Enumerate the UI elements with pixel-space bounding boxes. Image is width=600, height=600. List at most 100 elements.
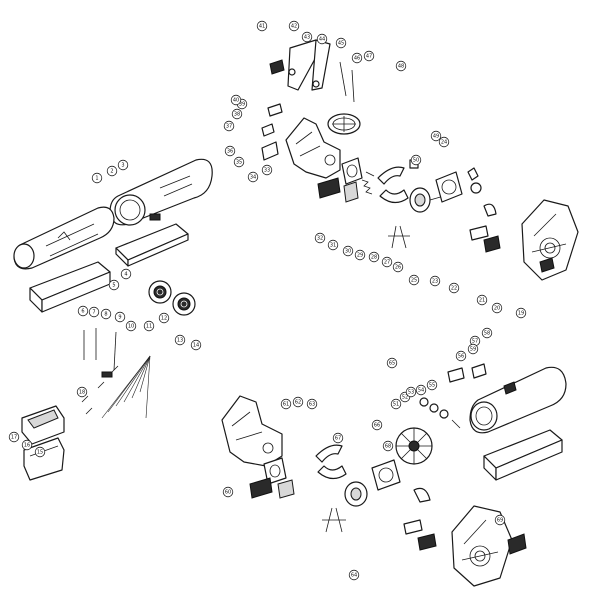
impeller-fan [395,427,433,465]
callout-circle [491,302,503,314]
blade-wires-top [388,225,410,249]
callout-circle [335,37,347,49]
gasket-bottom [263,457,287,485]
callout-8: 8 [100,308,112,320]
callout-circle [224,145,236,157]
callout-29: 29 [354,249,366,261]
callout-number: 44 [319,36,325,42]
callout-number: 55 [429,382,435,388]
callout-circle [120,268,132,280]
callout-24: 24 [438,136,450,148]
callout-number: 69 [497,517,503,523]
callout-circle [114,311,126,323]
callout-number: 58 [484,330,490,336]
callout-15: 15 [34,446,46,458]
callout-circle [8,431,20,443]
callout-number: 65 [389,360,395,366]
callout-number: 63 [309,401,315,407]
motor-shells-top [377,166,409,204]
callout-30: 30 [342,245,354,257]
callout-number: 19 [518,310,524,316]
callout-number: 16 [24,442,30,448]
callout-number: 43 [304,34,310,40]
clip-parts-bottom [403,487,437,551]
callout-45: 45 [335,37,347,49]
callout-1: 1 [91,172,103,184]
housing-half-top [285,117,341,179]
callout-circle [106,165,118,177]
callout-37: 37 [223,120,235,132]
callout-circle [223,120,235,132]
callout-number: 20 [494,305,500,311]
callout-3: 3 [117,159,129,171]
callout-number: 24 [441,139,447,145]
callout-number: 51 [393,401,399,407]
callout-50: 50 [410,154,422,166]
callout-circle [515,307,527,319]
callout-circle [392,261,404,273]
intake-grill [327,113,361,135]
tube-connector-bracket [115,213,189,267]
blade-wires-bottom [322,507,346,533]
callout-circle [143,320,155,332]
callout-49: 49 [430,130,442,142]
callout-13: 13 [174,334,186,346]
callout-circle [292,396,304,408]
callout-33: 33 [261,164,273,176]
callout-48: 48 [395,60,407,72]
callout-number: 15 [37,449,43,455]
callout-circle [348,569,360,581]
callout-circle [34,446,46,458]
callout-number: 21 [479,297,485,303]
callout-circle [410,154,422,166]
motor-top [409,187,445,213]
callout-circle [76,386,88,398]
callout-number: 25 [411,277,417,283]
callout-9: 9 [114,311,126,323]
callout-6: 6 [77,305,89,317]
callout-number: 39 [239,101,245,107]
callout-26: 26 [392,261,404,273]
callout-10: 10 [125,320,137,332]
callout-circle [426,379,438,391]
callout-number: 26 [395,264,401,270]
callout-55: 55 [426,379,438,391]
callout-circle [117,159,129,171]
callout-circle [430,130,442,142]
callout-circle [429,275,441,287]
pins [339,61,355,103]
callout-25: 25 [408,274,420,286]
bottom-right-assembly [221,363,567,587]
callout-number: 14 [193,342,199,348]
top-right-assembly [261,39,579,281]
rectangular-nozzle [29,261,111,313]
callout-27: 27 [381,256,393,268]
callout-circle [327,239,339,251]
fan-housing-square [435,171,463,203]
callout-number: 32 [317,235,323,241]
callout-51: 51 [390,398,402,410]
callout-number: 64 [351,572,357,578]
callout-circle [363,50,375,62]
callout-circle [261,164,273,176]
callout-number: 53 [408,389,414,395]
callout-number: 18 [79,389,85,395]
callout-number: 37 [226,123,232,129]
callout-38: 38 [231,108,243,120]
callout-58: 58 [481,327,493,339]
screw-fan [81,355,151,419]
screw-set [83,328,117,378]
callout-21: 21 [476,294,488,306]
callout-number: 42 [291,23,297,29]
callout-circle [222,486,234,498]
callout-4: 4 [120,268,132,280]
callout-23: 23 [429,275,441,287]
callout-circle [481,327,493,339]
callout-circle [88,306,100,318]
motor-shells-bottom [315,444,347,480]
callout-number: 1 [95,175,98,181]
blower-tube-bottom [469,366,567,434]
callout-number: 9 [118,314,121,320]
